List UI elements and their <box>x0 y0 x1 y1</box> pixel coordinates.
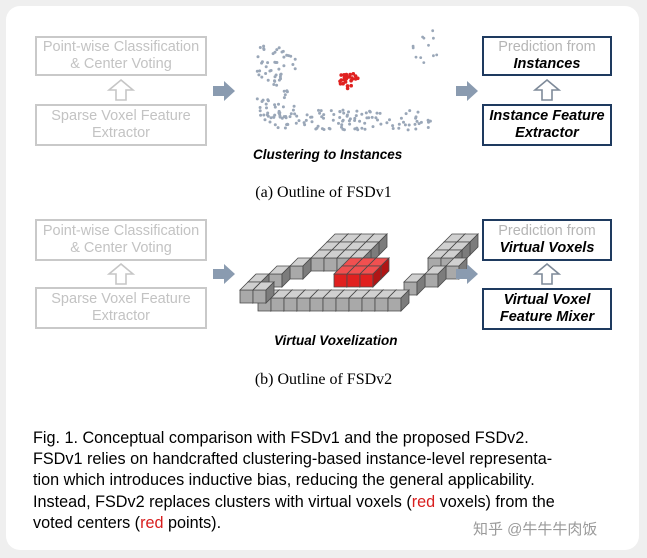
virtual-voxels-illustration <box>239 233 479 312</box>
a-point-wise-classification-box: Point-wise Classification& Center Voting <box>35 36 207 76</box>
b-left-top-line2: & Center Voting <box>70 240 172 256</box>
figure-caption: Fig. 1. Conceptual comparison with FSDv1… <box>33 428 625 534</box>
a-left-top-line1: Point-wise Classification <box>42 39 200 55</box>
b-up-arrow-icon <box>106 262 136 285</box>
a-left-bottom-line1: Sparse Voxel Feature <box>51 108 191 124</box>
b-right-top-line2: Virtual Voxels <box>499 240 595 256</box>
caption-text-2: voxels) from the voted centers ( <box>33 492 555 532</box>
b-right-up-arrow-icon <box>532 262 562 285</box>
b-right-arrow-icon-1 <box>213 264 235 284</box>
a-up-arrow-icon <box>106 78 136 101</box>
a-right-arrow-icon-2 <box>456 81 478 101</box>
a-right-top-line2: Instances <box>513 56 581 72</box>
b-left-top-line1: Point-wise Classification <box>42 223 200 239</box>
b-right-bottom-line2: Feature Mixer <box>499 309 595 325</box>
caption-text-1: Fig. 1. Conceptual comparison with FSDv1… <box>33 429 553 511</box>
a-left-top-line2: & Center Voting <box>70 56 172 72</box>
a-middle-caption: Clustering to Instances <box>253 147 403 162</box>
a-panel-caption: (a) Outline of FSDv1 <box>255 184 392 201</box>
caption-text-3: points). <box>163 513 222 532</box>
b-right-bottom-line1: Virtual Voxel <box>503 292 591 308</box>
caption-red-word-1: red <box>411 492 436 511</box>
b-right-top-line1: Prediction from <box>498 223 596 239</box>
figure-card <box>6 6 639 550</box>
a-right-bottom-line2: Extractor <box>515 125 579 141</box>
b-left-bottom-line1: Sparse Voxel Feature <box>51 291 191 307</box>
a-right-bottom-line1: Instance Feature <box>489 108 605 124</box>
a-right-arrow-icon-1 <box>213 81 235 101</box>
point-cloud-illustration <box>255 29 439 132</box>
b-panel-caption: (b) Outline of FSDv2 <box>254 371 393 388</box>
a-right-top-line1: Prediction from <box>498 39 596 55</box>
b-left-bottom-line2: Extractor <box>91 308 150 324</box>
caption-red-word-2: red <box>140 513 164 532</box>
a-left-bottom-line2: Extractor <box>91 125 150 141</box>
b-point-wise-classification-box: Point-wise Classification& Center Voting <box>35 219 207 261</box>
b-middle-caption: Virtual Voxelization <box>274 333 398 348</box>
a-right-up-arrow-icon <box>532 78 562 101</box>
b-right-arrow-icon-2 <box>456 264 478 284</box>
watermark: 知乎 @牛牛牛肉饭 <box>473 521 598 538</box>
